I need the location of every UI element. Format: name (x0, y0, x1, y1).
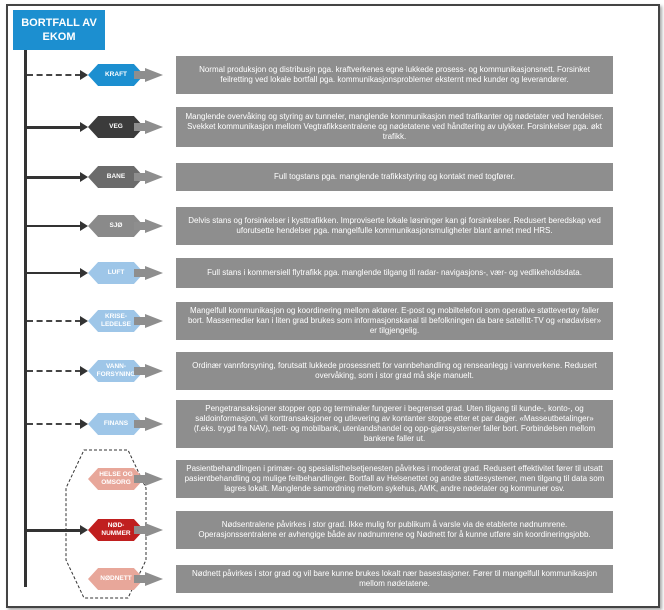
impact-text: Nødnett påvirkes i stor grad og vil bare… (191, 569, 598, 588)
sector-veg: VEG (88, 116, 144, 138)
impact-arrow-stem-finans (134, 420, 146, 428)
impact-arrow-stem-luft (134, 269, 146, 277)
sector-sjo: SJØ (88, 215, 144, 237)
impact-description-vannforsyning: Ordinær vannforsyning, forutsatt lukkede… (176, 352, 613, 390)
impact-description-kriseledelse: Mangelfull kommunikasjon og koordinering… (176, 302, 613, 340)
impact-text: Mangelfull kommunikasjon og koordinering… (187, 306, 602, 335)
impact-arrow-helse-og-omsorg (145, 472, 163, 486)
impact-arrow-stem-vannforsyning (134, 367, 146, 375)
arrowhead-nodnummer (80, 525, 88, 535)
sector-nodnummer: NØD- NUMMER (88, 519, 144, 541)
sector-label: HELSE OG OMSORG (99, 471, 133, 486)
sector-label: FINANS (103, 420, 129, 427)
connector-finans (27, 423, 81, 425)
impact-description-helse-og-omsorg: Pasientbehandlingen i primær- og spesial… (176, 460, 613, 498)
impact-arrow-stem-nodnett (134, 575, 146, 583)
trunk-line (24, 50, 27, 587)
impact-description-bane: Full togstans pga. manglende trafikkstyr… (176, 163, 613, 191)
impact-arrow-stem-kriseledelse (134, 317, 146, 325)
sector-label: KRISE- LEDELSE (101, 313, 131, 328)
connector-kraft (27, 74, 81, 76)
impact-text: Manglende overvåking og styring av tunne… (185, 112, 604, 141)
impact-arrow-nodnett (145, 572, 163, 586)
sector-nodnett: NØDNETT (88, 568, 144, 590)
sector-label: VEG (109, 123, 123, 130)
sector-label: SJØ (109, 222, 123, 229)
impact-description-veg: Manglende overvåking og styring av tunne… (176, 107, 613, 147)
sector-label: NØD- NUMMER (101, 522, 131, 537)
arrowhead-sjo (80, 221, 88, 231)
sector-label: KRAFT (104, 71, 128, 78)
impact-arrow-kraft (145, 68, 163, 82)
impact-text: Nødsentralene påvirkes i stor grad. Ikke… (198, 520, 591, 539)
connector-veg (27, 126, 81, 129)
impact-arrow-stem-bane (134, 173, 146, 181)
impact-arrow-stem-kraft (134, 71, 146, 79)
impact-text: Normal produksjon og distribusjn pga. kr… (199, 65, 590, 84)
sector-kriseledelse: KRISE- LEDELSE (88, 310, 144, 332)
diagram-title: BORTFALL AV EKOM (13, 10, 105, 50)
impact-arrow-luft (145, 266, 163, 280)
connector-luft (27, 272, 81, 274)
impact-arrow-stem-helse-og-omsorg (134, 475, 146, 483)
impact-arrow-vannforsyning (145, 364, 163, 378)
sector-label: BANE (106, 173, 126, 180)
impact-text: Pengetransaksjoner stopper opp og termin… (193, 404, 596, 443)
arrowhead-veg (80, 122, 88, 132)
arrowhead-kriseledelse (80, 316, 88, 326)
impact-description-sjo: Delvis stans og forsinkelser i kysttrafi… (176, 207, 613, 245)
impact-text: Pasientbehandlingen i primær- og spesial… (184, 464, 605, 493)
emergency-group-outline (64, 448, 148, 600)
connector-sjo (27, 225, 81, 227)
impact-text: Delvis stans og forsinkelser i kysttrafi… (188, 216, 601, 235)
sector-label: LUFT (107, 269, 125, 276)
arrowhead-bane (80, 172, 88, 182)
sector-helse-og-omsorg: HELSE OG OMSORG (88, 468, 144, 490)
connector-nodnummer (27, 529, 81, 532)
arrowhead-vannforsyning (80, 366, 88, 376)
sector-bane: BANE (88, 166, 144, 188)
arrowhead-finans (80, 419, 88, 429)
impact-description-nodnett: Nødnett påvirkes i stor grad og vil bare… (176, 565, 613, 593)
impact-arrow-nodnummer (145, 523, 163, 537)
impact-arrow-stem-veg (134, 123, 146, 131)
connector-vannforsyning (27, 370, 81, 372)
impact-arrow-stem-nodnummer (134, 526, 146, 534)
impact-description-luft: Full stans i kommersiell flytrafikk pga.… (176, 258, 613, 288)
impact-arrow-kriseledelse (145, 314, 163, 328)
impact-text: Ordinær vannforsyning, forutsatt lukkede… (192, 361, 597, 380)
impact-description-finans: Pengetransaksjoner stopper opp og termin… (176, 400, 613, 448)
sector-finans: FINANS (88, 413, 144, 435)
impact-description-nodnummer: Nødsentralene påvirkes i stor grad. Ikke… (176, 511, 613, 549)
sector-luft: LUFT (88, 262, 144, 284)
impact-description-kraft: Normal produksjon og distribusjn pga. kr… (176, 56, 613, 94)
sector-vannforsyning: VANN- FORSYNING (88, 360, 144, 382)
impact-arrow-bane (145, 170, 163, 184)
impact-arrow-veg (145, 120, 163, 134)
impact-arrow-sjo (145, 219, 163, 233)
sector-kraft: KRAFT (88, 64, 144, 86)
connector-kriseledelse (27, 320, 81, 322)
impact-text: Full stans i kommersiell flytrafikk pga.… (207, 268, 582, 277)
arrowhead-kraft (80, 70, 88, 80)
sector-label: NØDNETT (100, 575, 132, 582)
impact-arrow-stem-sjo (134, 222, 146, 230)
impact-text: Full togstans pga. manglende trafikkstyr… (273, 172, 515, 181)
sector-label: VANN- FORSYNING (96, 363, 136, 378)
arrowhead-luft (80, 268, 88, 278)
impact-arrow-finans (145, 417, 163, 431)
connector-bane (27, 176, 81, 179)
